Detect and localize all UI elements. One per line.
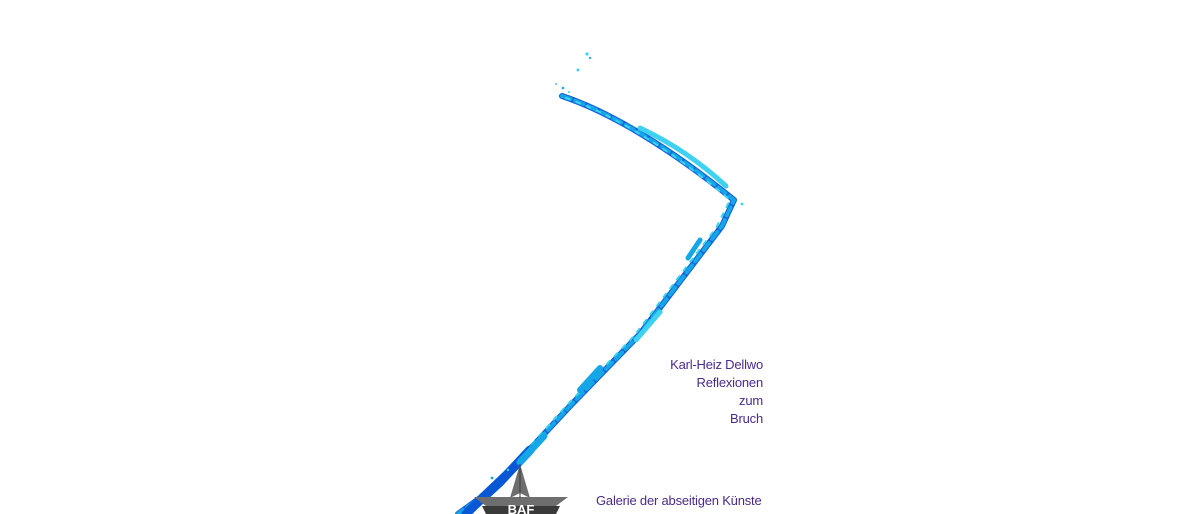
author-name: Karl-Heiz Dellwo — [670, 357, 763, 372]
title-line-1: Reflexionen — [696, 375, 764, 390]
star-logo-icon — [474, 464, 568, 514]
title-line-2: zum — [739, 393, 763, 408]
gallery-name: Galerie der abseitigen Künste — [596, 493, 762, 508]
exhibition-title: Karl-Heiz Dellwo Reflexionen zum Bruch — [600, 356, 763, 428]
title-line-3: Bruch — [730, 411, 763, 426]
paint-stroke — [455, 52, 744, 514]
